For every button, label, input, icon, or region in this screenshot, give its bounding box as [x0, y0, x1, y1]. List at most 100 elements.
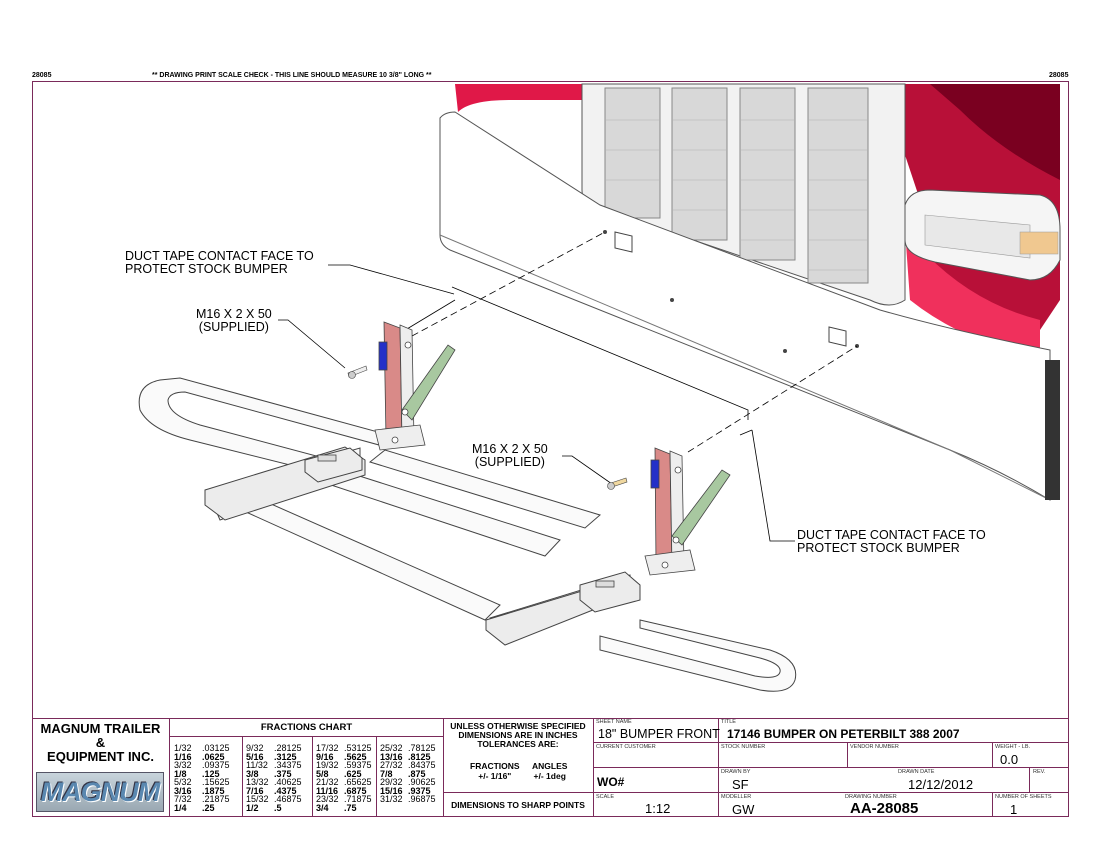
- drawn-date-label: DRAWN DATE: [898, 769, 935, 775]
- number-of-sheets: 1: [1010, 802, 1018, 817]
- decimal-value: .25: [202, 802, 215, 813]
- decimal-value: .5: [274, 802, 282, 813]
- decimal-value: .5625: [344, 751, 367, 762]
- fraction-value: 5/16: [246, 751, 264, 762]
- callout-bolt-left: M16 X 2 X 50(SUPPLIED): [196, 307, 272, 334]
- rev-label: REV.: [1033, 769, 1046, 775]
- tolerance-fractions: FRACTIONS+/- 1/16": [470, 761, 520, 781]
- weight-value: 0.0: [1000, 752, 1019, 767]
- fraction-value: 13/16: [380, 751, 403, 762]
- decimal-value: .625: [344, 768, 362, 779]
- vendor-number-label: VENDOR NUMBER: [850, 744, 899, 750]
- fraction-value: 3/4: [316, 802, 329, 813]
- tolerance-angles: ANGLES+/- 1deg: [532, 761, 568, 781]
- modeller: GW: [732, 802, 755, 817]
- drawn-date: 12/12/2012: [908, 777, 974, 792]
- fractions-chart-title: FRACTIONS CHART: [260, 722, 353, 733]
- decimal-value: .90625: [408, 777, 436, 787]
- drawing-number: AA-28085: [850, 800, 919, 817]
- fraction-value: 3/8: [246, 768, 259, 779]
- fraction-value: 3/32: [174, 760, 192, 770]
- fraction-value: 31/32: [380, 794, 403, 804]
- fraction-value: 29/32: [380, 777, 403, 787]
- callout-bolt-right: M16 X 2 X 50(SUPPLIED): [472, 442, 548, 469]
- fraction-value: 5/32: [174, 777, 192, 787]
- bumper-assembly-illustration: [138, 83, 1061, 692]
- fraction-value: 15/16: [380, 785, 403, 796]
- fraction-value: 25/32: [380, 743, 403, 753]
- current-customer-label: CURRENT CUSTOMER: [596, 744, 656, 750]
- fraction-value: 1/2: [246, 802, 259, 813]
- fraction-value: 19/32: [316, 760, 339, 770]
- fraction-value: 13/32: [246, 777, 269, 787]
- drawing-border: [32, 81, 1069, 817]
- decimal-value: .8125: [408, 751, 431, 762]
- decimal-value: .03125: [202, 743, 230, 753]
- bumper-loop-right: [599, 619, 797, 692]
- wo-label: WO#: [597, 775, 625, 789]
- fraction-value: 11/32: [246, 760, 268, 770]
- decimal-value: .84375: [408, 760, 436, 770]
- fraction-value: 1/8: [174, 768, 187, 779]
- fraction-value: 9/16: [316, 751, 334, 762]
- fraction-value: 7/8: [380, 768, 393, 779]
- sheet-name-label: SHEET NAME: [596, 719, 632, 725]
- decimal-value: .0625: [202, 751, 225, 762]
- fraction-value: 7/32: [174, 794, 192, 804]
- modeller-label: MODELLER: [721, 794, 752, 800]
- scale-check-note: ** DRAWING PRINT SCALE CHECK - THIS LINE…: [152, 72, 432, 79]
- fraction-value: 3/16: [174, 785, 192, 796]
- decimal-value: .46875: [274, 794, 302, 804]
- decimal-value: .1875: [202, 785, 225, 796]
- decimal-value: .375: [274, 768, 292, 779]
- decimal-value: .34375: [274, 760, 302, 770]
- fraction-value: 15/32: [246, 794, 269, 804]
- fraction-value: 5/8: [316, 768, 329, 779]
- drawing-id-left: 28085: [32, 72, 52, 79]
- decimal-value: .21875: [202, 794, 230, 804]
- rubber-pad-left: [378, 341, 388, 371]
- fraction-value: 1/16: [174, 751, 192, 762]
- scale-label: SCALE: [596, 794, 615, 800]
- drawn-by-label: DRAWN BY: [721, 769, 751, 775]
- decimal-value: .9375: [408, 785, 431, 796]
- stock-number-label: STOCK NUMBER: [721, 744, 766, 750]
- support-arm-left: [401, 344, 456, 421]
- decimal-value: .4375: [274, 785, 297, 796]
- company-name: MAGNUM TRAILER & EQUIPMENT INC.: [40, 721, 161, 764]
- decimal-value: .78125: [408, 743, 436, 753]
- tolerance-note: UNLESS OTHERWISE SPECIFIED DIMENSIONS AR…: [450, 721, 586, 749]
- fraction-value: 11/16: [316, 785, 339, 796]
- fraction-value: 7/16: [246, 785, 264, 796]
- magnum-logo: MAGNUM: [36, 772, 164, 812]
- truck-hood-red: [455, 84, 600, 112]
- fraction-value: 1/32: [174, 743, 192, 753]
- decimal-value: .40625: [274, 777, 302, 787]
- rubber-pad-right: [650, 459, 660, 489]
- fraction-value: 1/4: [174, 802, 187, 813]
- fraction-value: 21/32: [316, 777, 339, 787]
- title-label: TITLE: [721, 719, 736, 725]
- bumper-loop-left: [138, 377, 401, 481]
- fraction-value: 23/32: [316, 794, 339, 804]
- decimal-value: .09375: [202, 760, 230, 770]
- drawn-by: SF: [732, 777, 749, 792]
- decimal-value: .75: [344, 802, 357, 813]
- bolt-left: [347, 365, 368, 379]
- decimal-value: .65625: [344, 777, 372, 787]
- sheet-name: 18" BUMPER FRONT: [598, 727, 720, 741]
- decimal-value: .96875: [408, 794, 436, 804]
- drawing-number-label: DRAWING NUMBER: [845, 794, 897, 800]
- drawing-id-right: 28085: [1049, 72, 1069, 79]
- fraction-value: 17/32: [316, 743, 339, 753]
- scale-value: 1:12: [645, 801, 671, 816]
- decimal-value: .59375: [344, 760, 372, 770]
- decimal-value: .71875: [344, 794, 372, 804]
- fraction-value: 27/32: [380, 760, 403, 770]
- sharp-points-note: DIMENSIONS TO SHARP POINTS: [451, 800, 585, 810]
- bolt-right: [607, 477, 628, 490]
- fraction-value: 9/32: [246, 743, 264, 753]
- decimal-value: .6875: [344, 785, 367, 796]
